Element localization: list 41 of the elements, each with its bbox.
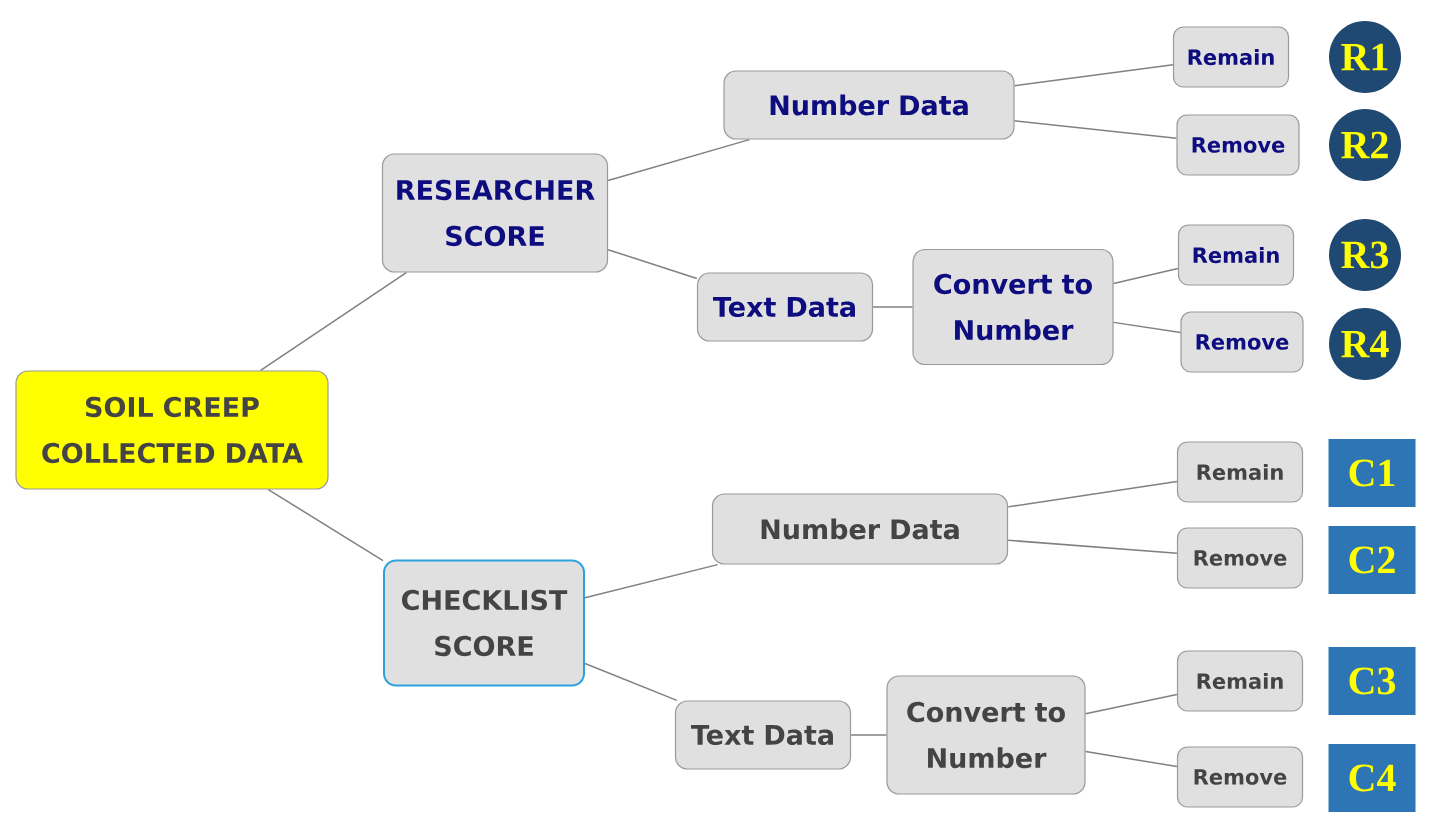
process-box: Text Data bbox=[696, 272, 874, 342]
process-box: CHECKLIST SCORE bbox=[383, 559, 585, 687]
process-box: Convert to Number bbox=[886, 675, 1086, 795]
connector-line bbox=[1112, 321, 1182, 334]
process-box: Convert to Number bbox=[912, 248, 1114, 366]
process-box: Remove bbox=[1176, 527, 1304, 589]
process-box: Remain bbox=[1176, 441, 1304, 503]
connector-line bbox=[584, 662, 678, 702]
result-badge: R2 bbox=[1329, 109, 1401, 181]
connector-line bbox=[872, 306, 914, 308]
result-badge: C2 bbox=[1328, 526, 1416, 594]
connector-line bbox=[850, 734, 888, 736]
connector-line bbox=[259, 271, 408, 372]
process-box: RESEARCHER SCORE bbox=[381, 153, 609, 273]
connector-line bbox=[1084, 750, 1178, 768]
connector-line bbox=[1084, 693, 1178, 715]
process-box: SOIL CREEP COLLECTED DATA bbox=[15, 370, 329, 490]
process-box: Text Data bbox=[674, 700, 852, 770]
result-badge: R1 bbox=[1329, 21, 1401, 93]
connector-line bbox=[584, 563, 719, 599]
process-box: Remove bbox=[1176, 114, 1300, 176]
connector-line bbox=[1013, 120, 1178, 140]
process-box: Remove bbox=[1176, 746, 1304, 808]
result-badge: C3 bbox=[1328, 647, 1416, 715]
process-box: Number Data bbox=[723, 70, 1015, 140]
process-box: Remove bbox=[1180, 311, 1304, 373]
result-badge: R3 bbox=[1329, 219, 1401, 291]
connector-line bbox=[607, 248, 698, 280]
result-badge: C1 bbox=[1328, 439, 1416, 507]
connector-line bbox=[267, 488, 384, 562]
process-box: Number Data bbox=[711, 493, 1009, 565]
process-box: Remain bbox=[1177, 224, 1295, 286]
connector-line bbox=[607, 138, 751, 182]
result-badge: C4 bbox=[1328, 744, 1416, 812]
result-badge: R4 bbox=[1329, 308, 1401, 380]
connector-line bbox=[1112, 267, 1179, 285]
connector-line bbox=[1007, 480, 1178, 508]
process-box: Remain bbox=[1172, 26, 1290, 88]
connector-line bbox=[1007, 539, 1178, 554]
process-box: Remain bbox=[1176, 650, 1304, 712]
connector-line bbox=[1013, 63, 1174, 87]
